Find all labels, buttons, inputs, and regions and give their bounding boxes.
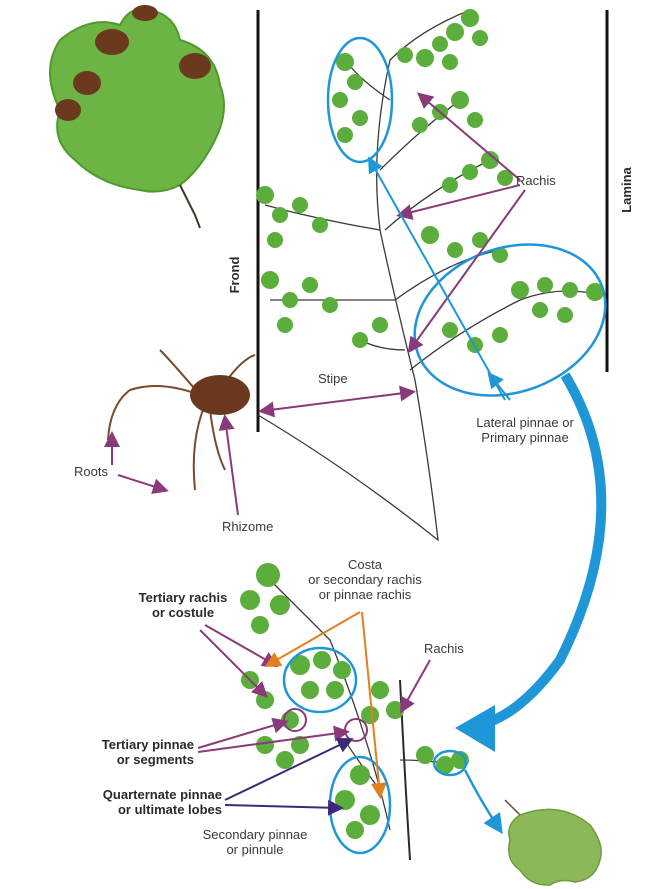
label-roots: Roots [74, 464, 108, 479]
lobe-zoom-arrow [465, 770, 500, 830]
rachis-bottom-arrow [402, 660, 430, 710]
fertile-leaflet-image [50, 5, 224, 228]
lateral-pinnae-arrow-1 [370, 160, 505, 400]
primary-pinna-image [240, 563, 469, 860]
rhizome-arrow [225, 418, 238, 515]
fern-frond-image [258, 10, 600, 540]
label-stipe: Stipe [318, 371, 348, 386]
label-rachis-bottom: Rachis [424, 641, 464, 656]
label-lateral-pinnae-line2: Primary pinnae [455, 430, 595, 445]
rachis-arrow-3 [410, 190, 525, 350]
label-costa-line3: or pinnae rachis [290, 587, 440, 602]
label-lamina: Lamina [619, 160, 635, 220]
label-rachis-top: Rachis [516, 173, 556, 188]
label-lateral-pinnae: Lateral pinnae or Primary pinnae [455, 415, 595, 445]
label-costa: Costa or secondary rachis or pinnae rach… [290, 557, 440, 602]
label-costa-line1: Costa [290, 557, 440, 572]
rachis-arrow-2 [400, 185, 520, 215]
label-secondary-pinnae: Secondary pinnae or pinnule [195, 827, 315, 857]
label-tertiary-pinnae-line2: or segments [60, 752, 194, 767]
segment-circle-2 [345, 719, 367, 741]
label-tertiary-pinnae-line1: Tertiary pinnae [60, 737, 194, 752]
label-frond: Frond [227, 250, 243, 300]
label-secondary-pinnae-line2: or pinnule [195, 842, 315, 857]
label-tertiary-pinnae: Tertiary pinnae or segments [60, 737, 194, 767]
quarternate-arrow-2 [225, 805, 340, 808]
label-quarternate: Quarternate pinnae or ultimate lobes [70, 787, 222, 817]
label-lateral-pinnae-line1: Lateral pinnae or [455, 415, 595, 430]
label-rhizome: Rhizome [222, 519, 273, 534]
big-blue-arrowhead [455, 705, 495, 752]
label-secondary-pinnae-line1: Secondary pinnae [195, 827, 315, 842]
rhizome-roots-image [108, 350, 255, 490]
label-tertiary-rachis-line2: or costule [128, 605, 238, 620]
label-tertiary-rachis: Tertiary rachis or costule [128, 590, 238, 620]
label-costa-line2: or secondary rachis [290, 572, 440, 587]
label-tertiary-rachis-line1: Tertiary rachis [128, 590, 238, 605]
label-quarternate-line2: or ultimate lobes [70, 802, 222, 817]
stipe-arrow [270, 392, 412, 410]
roots-arrow-1 [118, 475, 165, 490]
callout-ellipse-lateral [393, 219, 626, 421]
ultimate-lobe-image [505, 800, 601, 885]
label-quarternate-line1: Quarternate pinnae [70, 787, 222, 802]
